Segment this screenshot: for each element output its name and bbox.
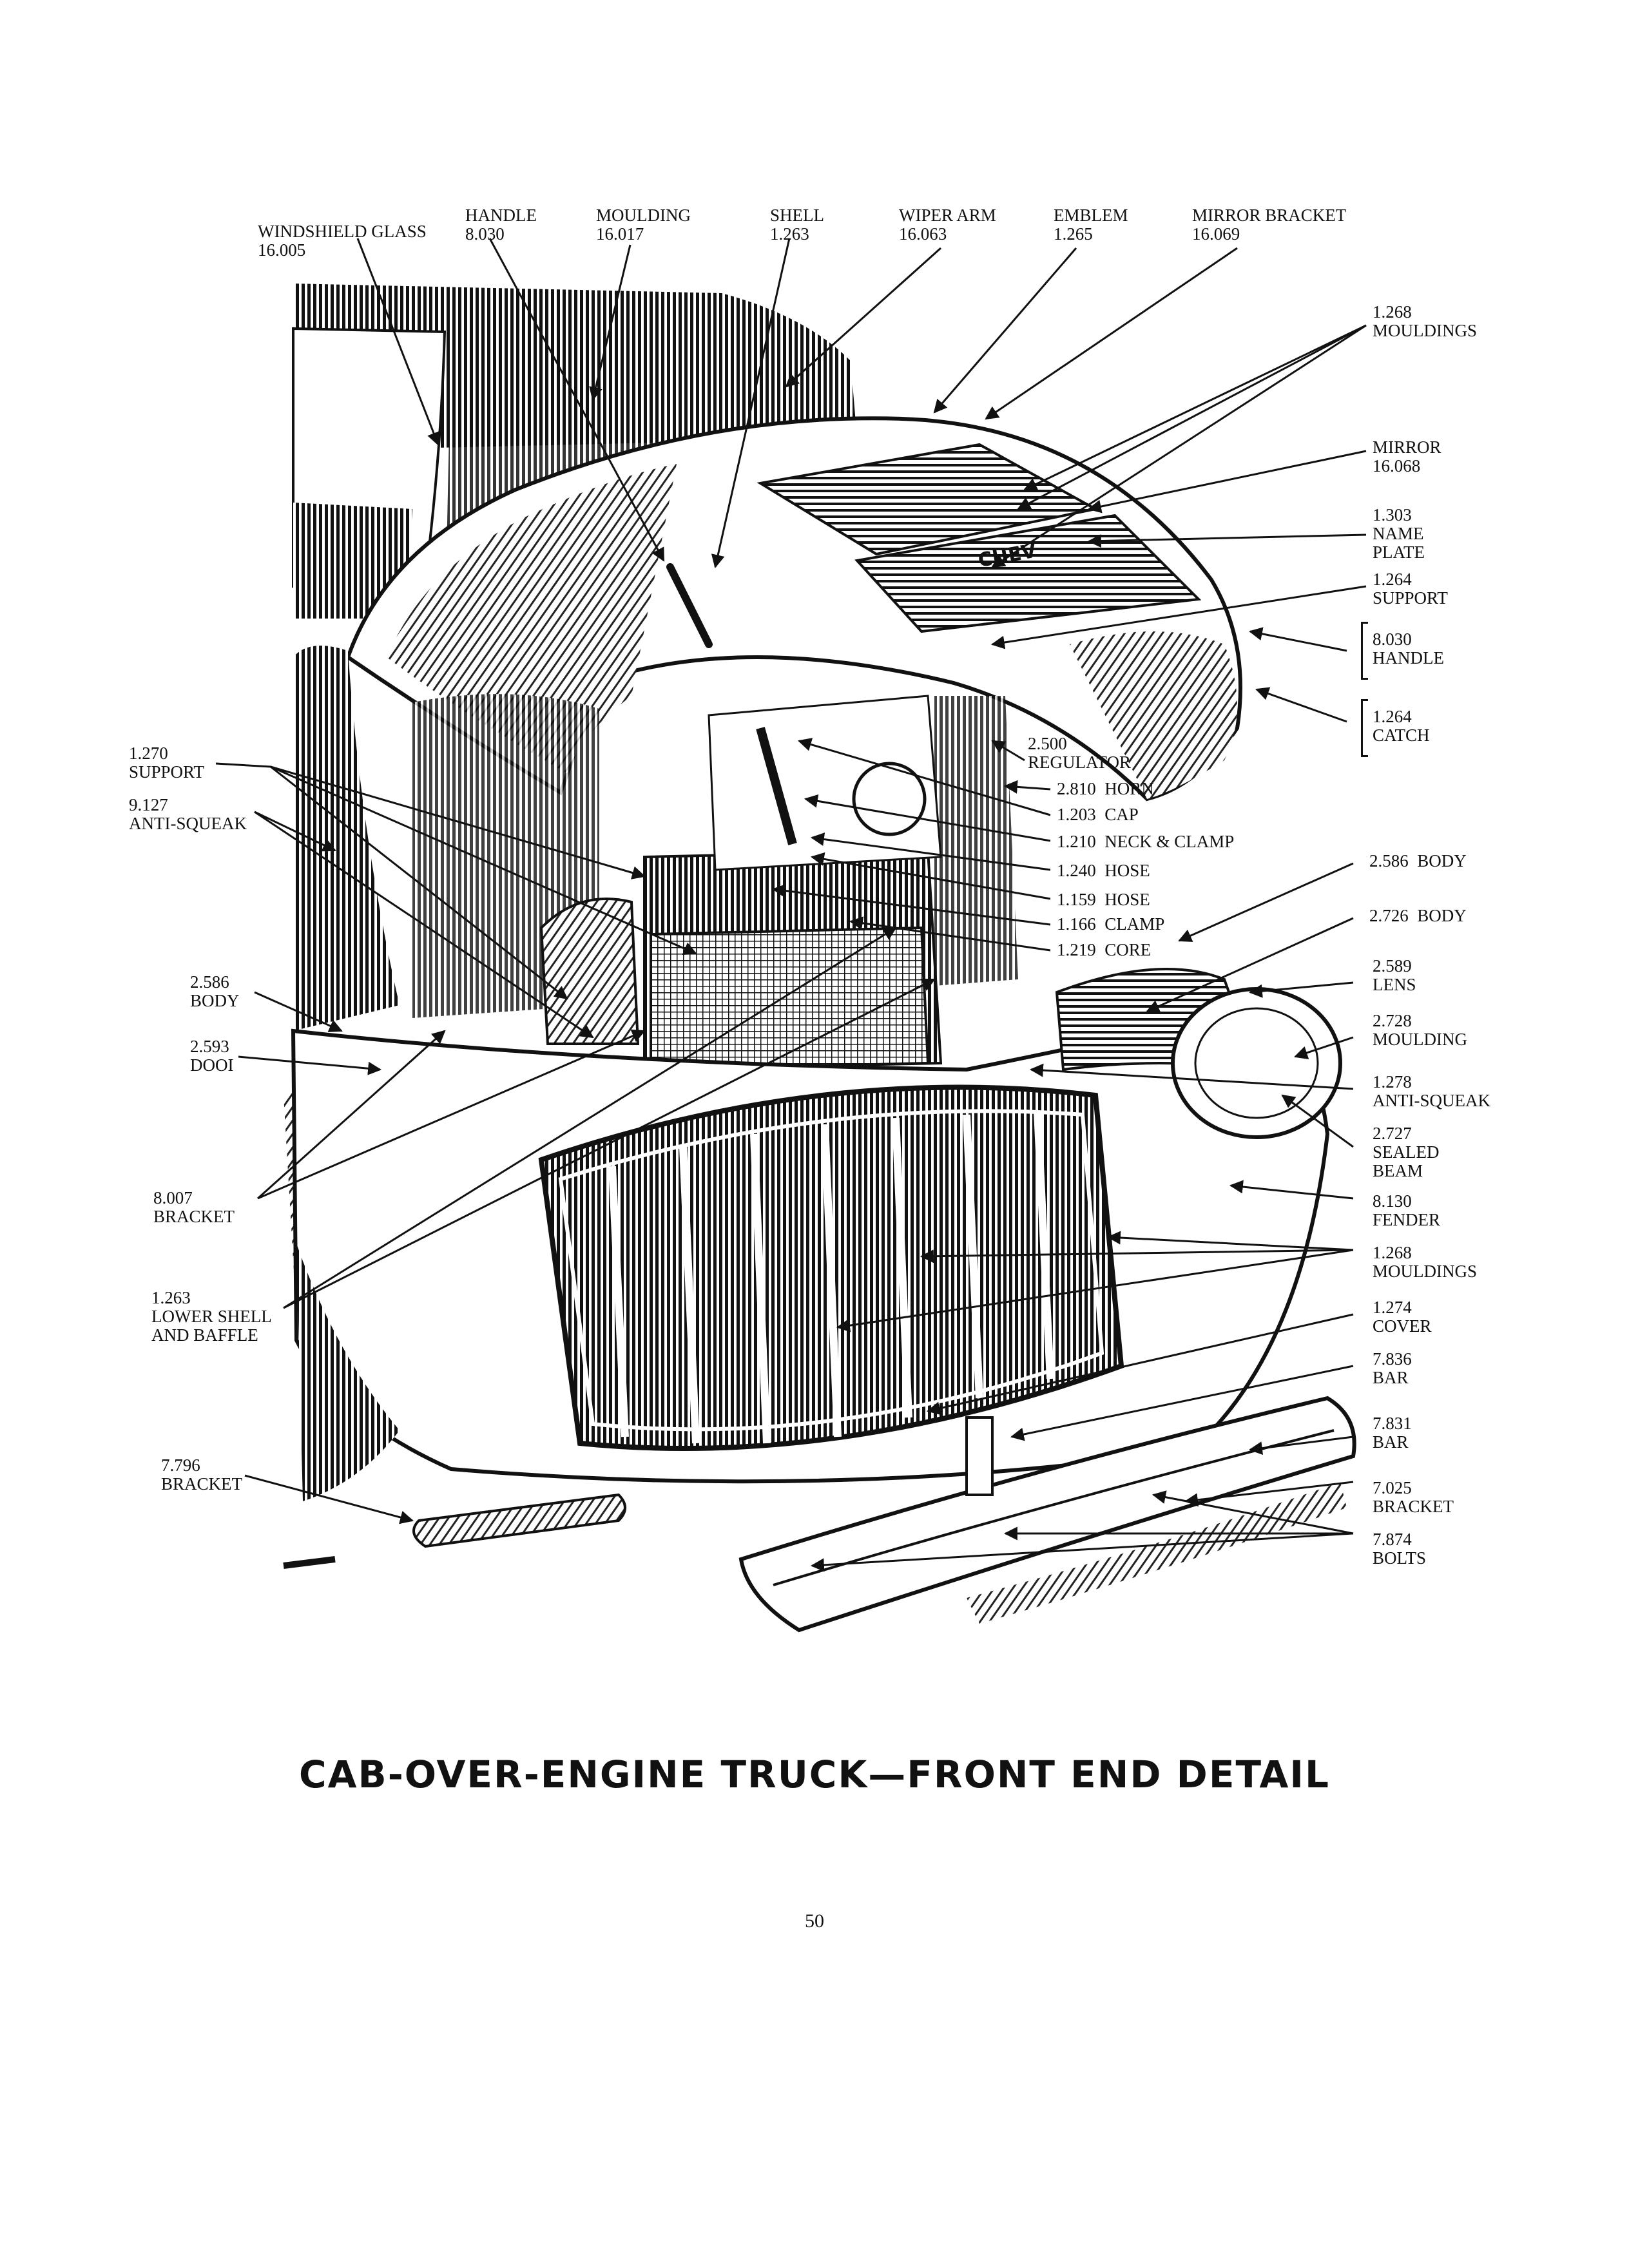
label-body-2726: 2.726 BODY xyxy=(1369,906,1467,925)
leader-lines xyxy=(215,238,1367,1572)
right-headlamp xyxy=(1055,968,1342,1139)
bracket-handle xyxy=(1361,622,1368,680)
label-core: 1.219 CORE xyxy=(1057,940,1152,959)
label-hose-1240: 1.240 HOSE xyxy=(1057,861,1150,880)
label-body-2586-right: 2.586 BODY xyxy=(1369,851,1467,870)
bumper xyxy=(283,1396,1356,1633)
bracket-catch xyxy=(1361,699,1368,757)
page-title: CAB-OVER-ENGINE TRUCK—FRONT END DETAIL xyxy=(299,1753,1330,1796)
label-clamp: 1.166 CLAMP xyxy=(1057,914,1165,934)
label-hose-1159: 1.159 HOSE xyxy=(1057,890,1150,909)
page-number: 50 xyxy=(805,1910,824,1932)
label-cap: 1.203 CAP xyxy=(1057,805,1139,824)
label-horn: 2.810 HORN xyxy=(1057,779,1154,798)
label-neck-clamp: 1.210 NECK & CLAMP xyxy=(1057,832,1235,851)
engine-compartment xyxy=(412,694,1018,1072)
